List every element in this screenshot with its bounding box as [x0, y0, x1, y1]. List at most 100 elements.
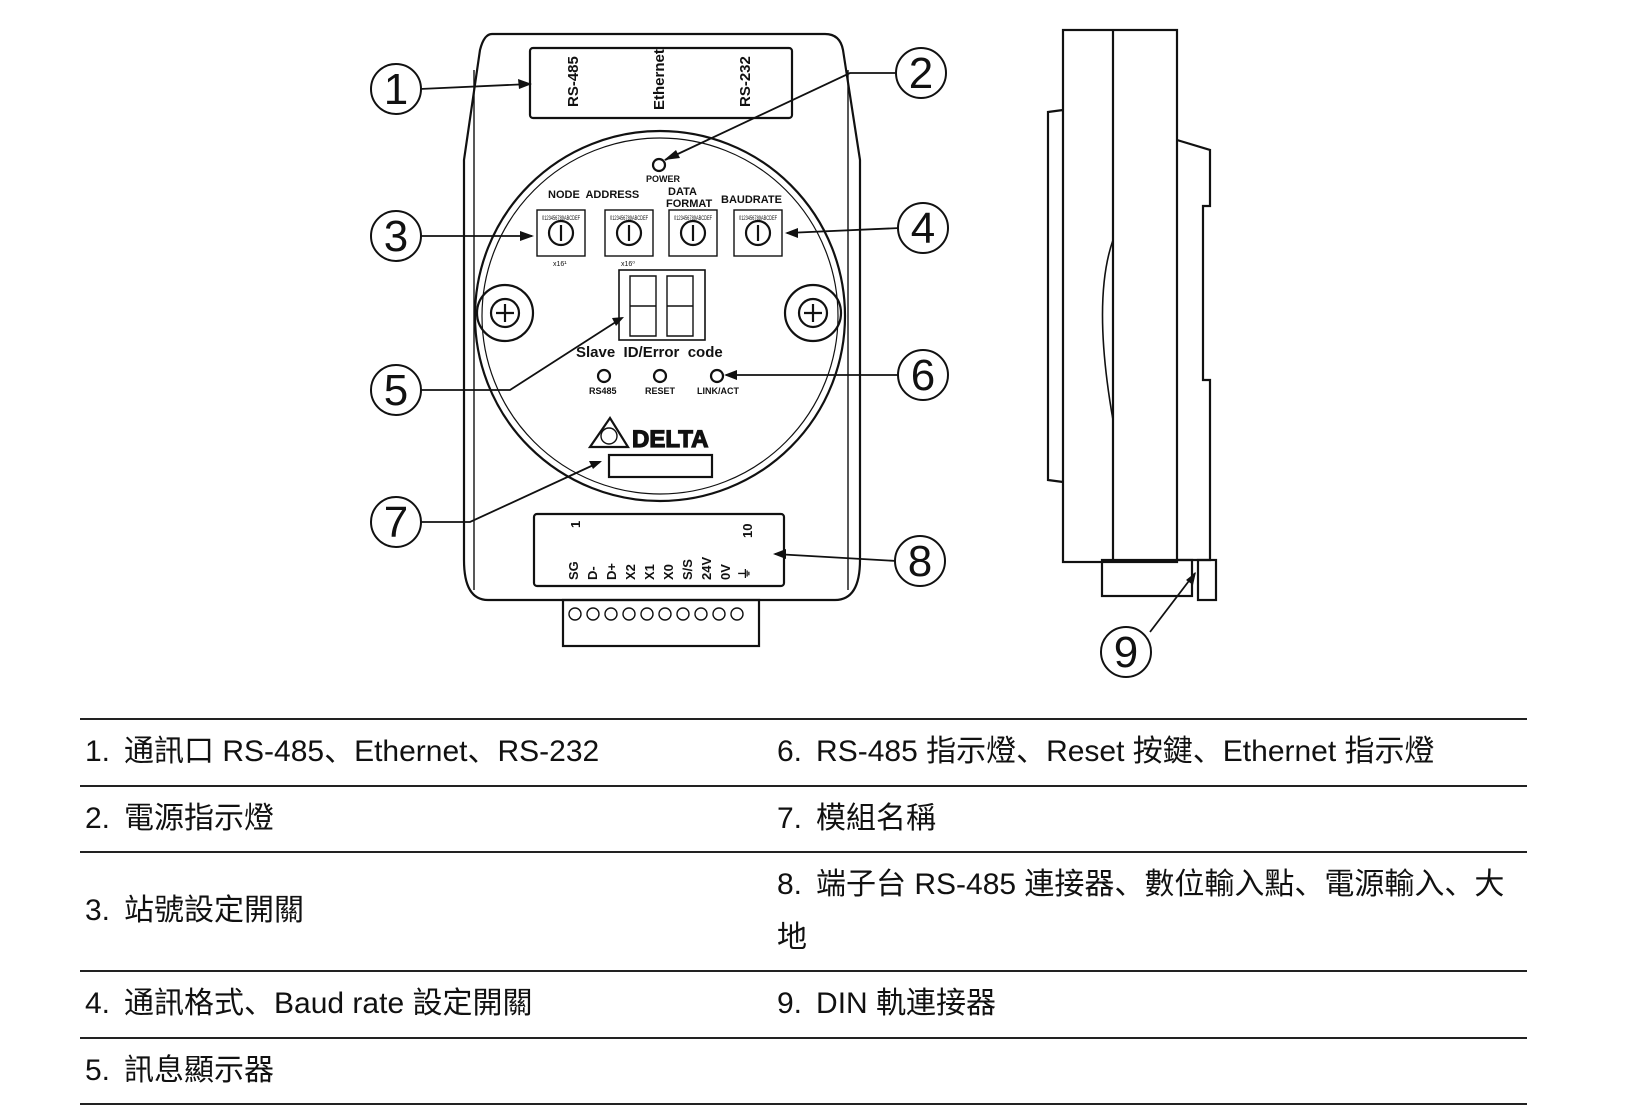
terminal-x1: X1 — [642, 564, 657, 580]
legend-item-number: 8. — [777, 868, 803, 901]
reset-button — [652, 368, 668, 384]
legend-item-5: 5. 訊息顯示器 — [80, 1036, 772, 1105]
front-housing — [462, 32, 862, 602]
callout-1 — [370, 63, 422, 115]
legend-row: 1. 通訊口 RS-485、Ethernet、RS-232 6. RS-485 指示… — [80, 718, 1527, 787]
legend-item-text: DIN 軌連接器 — [816, 987, 997, 1020]
rotary-digits-4: 0123456789ABCDEF — [739, 216, 777, 222]
callout-7-number: 7 — [384, 498, 408, 547]
rs485-led-label: RS485 — [589, 386, 617, 396]
device-diagram: 1 2 3 4 5 6 7 8 9 RS-485 Ethernet RS-232… — [370, 28, 1218, 678]
link-act-led — [709, 368, 725, 384]
callout-3-number: 3 — [384, 212, 408, 261]
callout-3 — [370, 210, 422, 262]
legend-item-9: 9. DIN 軌連接器 — [772, 970, 1527, 1039]
legend-item-8: 8.端子台 RS-485 連接器、數位輸入點、電源輸入、大地 — [772, 851, 1527, 972]
port-label-ethernet: Ethernet — [651, 49, 668, 110]
link-act-label: LINK/ACT — [697, 386, 739, 396]
terminal-d-minus: D- — [585, 566, 600, 580]
callout-7 — [370, 496, 422, 548]
terminal-block — [561, 598, 761, 648]
rotary-digits-3: 0123456789ABCDEF — [674, 216, 712, 222]
legend-item-text: 端子台 RS-485 連接器、數位輸入點、電源輸入、大地 — [777, 868, 1505, 954]
brand-logo-text: DELTA — [632, 426, 708, 453]
node-address-label: NODE ADDRESS — [548, 189, 639, 201]
front-plate — [473, 129, 847, 503]
legend-row: 5. 訊息顯示器 — [80, 1036, 1527, 1105]
rotary-switch-data-format — [668, 209, 718, 257]
data-format-label-line1: DATA — [668, 186, 697, 198]
legend-item-number: 5. — [85, 1053, 111, 1087]
legend-item-text: 通訊格式、Baud rate 設定開關 — [124, 987, 533, 1020]
legend-item-number: 6. — [777, 735, 803, 768]
display-caption: Slave ID/Error code — [576, 344, 723, 361]
callout-5-number: 5 — [384, 366, 408, 415]
legend-row: 2. 電源指示燈 7. 模組名稱 — [80, 784, 1527, 853]
terminal-s-s: S/S — [680, 559, 695, 580]
data-format-label-line2: FORMAT — [666, 198, 713, 210]
legend-item-text: 模組名稱 — [816, 801, 937, 835]
legend-item-text: RS-485 指示燈、Reset 按鍵、Ethernet 指示燈 — [816, 735, 1435, 768]
terminal-number-1: 1 — [568, 521, 583, 528]
callout-6-number: 6 — [911, 351, 935, 400]
terminal-sg: SG — [566, 561, 581, 580]
delta-logo-icon — [587, 415, 630, 449]
terminal-0v: 0V — [718, 564, 733, 580]
legend-row: 3. 站號設定開關 8.端子台 RS-485 連接器、數位輸入點、電源輸入、大地 — [80, 851, 1527, 972]
callout-4 — [897, 202, 949, 254]
seven-segment-display — [618, 269, 706, 341]
terminal-d-plus: D+ — [604, 563, 619, 580]
rotary-digits-2: 0123456789ABCDEF — [610, 216, 648, 222]
power-led — [651, 157, 667, 173]
multiplier-x16-1: x16¹ — [553, 261, 567, 268]
callout-9-number: 9 — [1114, 628, 1138, 677]
callout-6 — [897, 349, 949, 401]
legend-item-number: 9. — [777, 987, 803, 1020]
legend-item-text: 訊息顯示器 — [124, 1053, 275, 1087]
callout-5 — [370, 364, 422, 416]
callout-8 — [894, 535, 946, 587]
legend-row: 4. 通訊格式、Baud rate 設定開關 9. DIN 軌連接器 — [80, 970, 1527, 1039]
callout-2 — [895, 47, 947, 99]
legend-item-2: 2. 電源指示燈 — [80, 784, 772, 853]
model-name-plate — [607, 453, 714, 479]
legend-item-empty — [772, 1036, 1527, 1105]
terminal-number-10: 10 — [740, 524, 755, 538]
callout-8-number: 8 — [908, 537, 932, 586]
legend-table: 1. 通訊口 RS-485、Ethernet、RS-232 6. RS-485 指示… — [80, 718, 1527, 1105]
legend-item-text: 通訊口 RS-485、Ethernet、RS-232 — [124, 735, 600, 768]
terminal-x0: X0 — [661, 564, 676, 580]
rotary-switch-node-x16-1 — [536, 209, 586, 257]
port-label-rs485: RS-485 — [565, 56, 582, 107]
side-view — [1046, 28, 1218, 602]
legend-item-number: 7. — [777, 801, 803, 835]
callout-1-number: 1 — [384, 65, 408, 114]
reset-label: RESET — [645, 386, 676, 396]
legend-item-7: 7. 模組名稱 — [772, 784, 1527, 853]
right-screw — [783, 283, 843, 343]
legend-item-number: 3. — [85, 894, 111, 928]
callout-4-number: 4 — [911, 204, 935, 253]
rotary-switch-node-x16-0 — [604, 209, 654, 257]
callout-9 — [1100, 626, 1152, 678]
baudrate-label: BAUDRATE — [721, 194, 782, 206]
legend-item-4: 4. 通訊格式、Baud rate 設定開關 — [80, 970, 772, 1039]
left-screw — [475, 283, 535, 343]
rs485-led — [596, 368, 612, 384]
legend-item-number: 2. — [85, 801, 111, 835]
legend-item-text: 電源指示燈 — [124, 801, 275, 835]
rotary-digits-1: 0123456789ABCDEF — [542, 216, 580, 222]
rotary-switch-baudrate — [733, 209, 783, 257]
legend-item-number: 4. — [85, 987, 111, 1020]
terminal-x2: X2 — [623, 564, 638, 580]
port-label-panel — [528, 46, 794, 120]
terminal-ground-icon: ⏚ — [737, 567, 752, 580]
power-label: POWER — [646, 174, 681, 184]
terminal-24v: 24V — [699, 557, 714, 580]
multiplier-x16-0: x16⁰ — [621, 260, 635, 268]
legend-item-3: 3. 站號設定開關 — [80, 851, 772, 972]
callout-2-number: 2 — [909, 49, 933, 98]
port-label-rs232: RS-232 — [737, 56, 754, 107]
legend-item-text: 站號設定開關 — [124, 894, 305, 928]
legend-item-number: 1. — [85, 735, 111, 768]
